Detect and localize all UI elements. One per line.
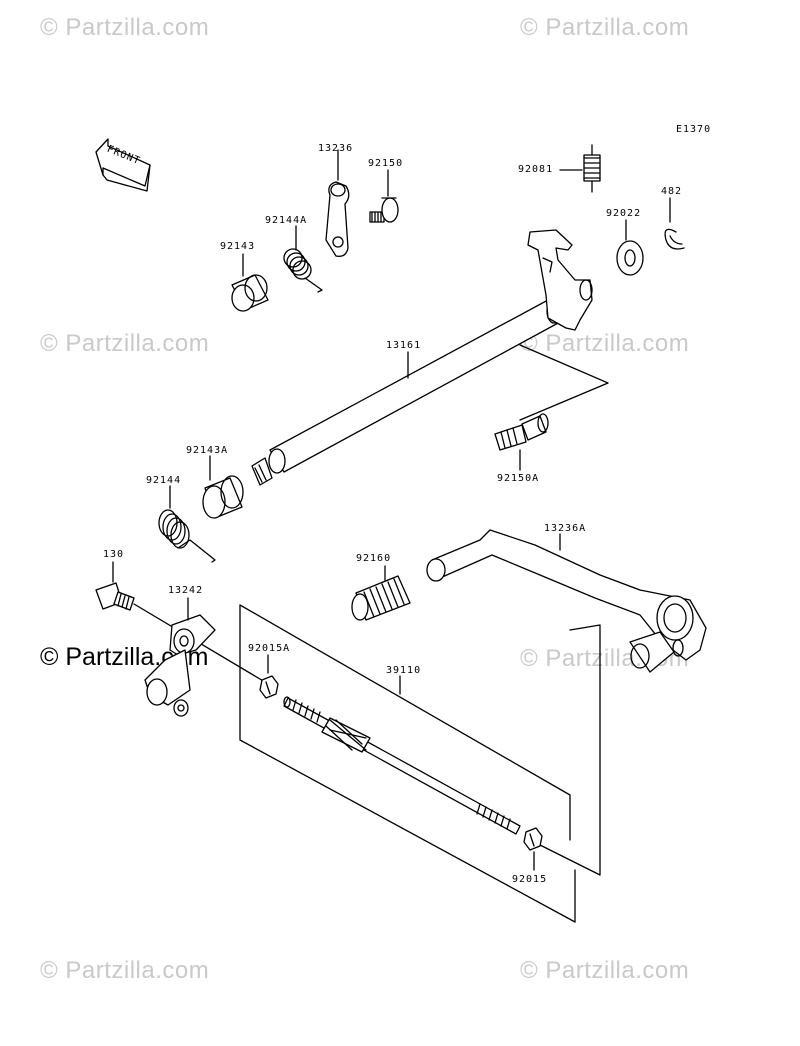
label-13236[interactable]: 13236	[318, 143, 354, 154]
label-92143A[interactable]: 92143A	[186, 445, 229, 456]
part-92150A-bolt	[494, 413, 549, 451]
part-13236A-pedal-arm	[426, 529, 707, 673]
label-39110[interactable]: 39110	[386, 665, 422, 676]
label-92160[interactable]: 92160	[356, 553, 392, 564]
watermark-top-left: © Partzilla.com	[40, 14, 210, 41]
label-13161[interactable]: 13161	[386, 340, 422, 351]
label-92150[interactable]: 92150	[368, 158, 404, 169]
label-92150A[interactable]: 92150A	[497, 473, 540, 484]
part-13242-rod-end	[144, 614, 216, 717]
part-130-bolt	[95, 582, 135, 611]
label-130[interactable]: 130	[103, 549, 125, 560]
part-92143A-collar	[202, 475, 244, 519]
label-13236A[interactable]: 13236A	[544, 523, 587, 534]
part-92144A-spring	[283, 248, 323, 293]
label-92143[interactable]: 92143	[220, 241, 256, 252]
part-13161-shaft	[251, 229, 593, 486]
diagram-code: E1370	[676, 124, 712, 135]
part-92143-collar	[231, 274, 269, 312]
watermark-bottom-left: © Partzilla.com	[40, 957, 210, 984]
label-92081[interactable]: 92081	[518, 164, 554, 175]
part-92015-nut	[523, 827, 543, 851]
part-92081-spring	[583, 144, 601, 193]
label-13242[interactable]: 13242	[168, 585, 204, 596]
part-13236-arm	[325, 181, 350, 257]
label-92022[interactable]: 92022	[606, 208, 642, 219]
watermark-mid-left: © Partzilla.com	[40, 330, 210, 357]
label-482[interactable]: 482	[661, 186, 683, 197]
part-92022-washer	[616, 240, 644, 276]
watermark-mid-right: © Partzilla.com	[520, 330, 690, 357]
label-92144[interactable]: 92144	[146, 475, 182, 486]
watermark-bottom-right: © Partzilla.com	[520, 957, 690, 984]
part-92150-bolt	[369, 197, 399, 223]
label-92015[interactable]: 92015	[512, 874, 548, 885]
part-92160-pedal-rubber	[351, 575, 411, 621]
watermark-top-right: © Partzilla.com	[520, 14, 690, 41]
label-92015A[interactable]: 92015A	[248, 643, 291, 654]
label-92144A[interactable]: 92144A	[265, 215, 308, 226]
front-arrow-icon	[95, 138, 151, 192]
part-92144-spring	[158, 509, 216, 563]
part-92015A-nut	[259, 675, 279, 699]
part-482-clip	[664, 228, 685, 250]
part-39110-tie-rod	[283, 696, 521, 835]
